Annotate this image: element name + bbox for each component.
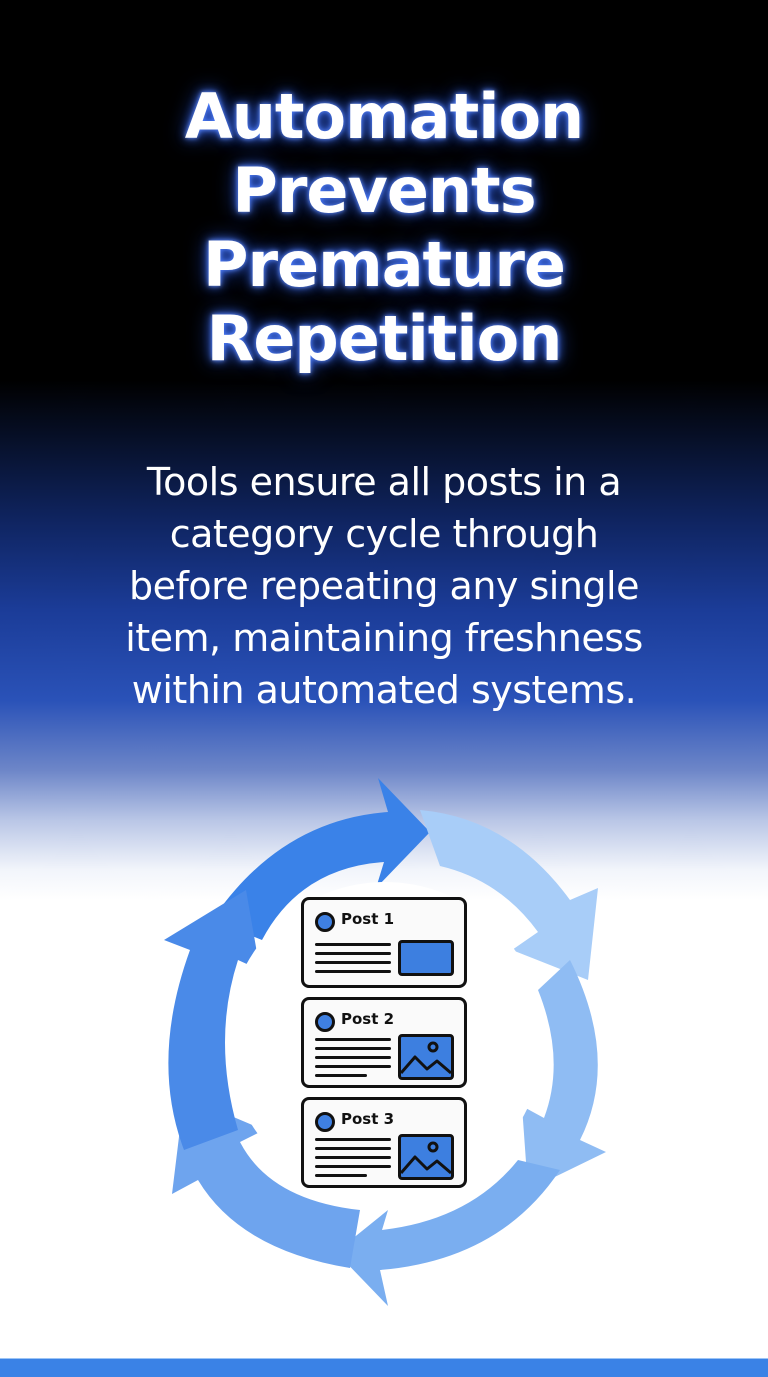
- avatar-dot-icon: [315, 912, 335, 932]
- title-line: Prevents: [232, 154, 536, 227]
- title-line: Automation: [184, 80, 584, 153]
- cycle-arrow-top: [212, 778, 430, 940]
- text-lines-icon: [315, 943, 391, 979]
- post-card: Post 1: [301, 897, 467, 988]
- blank-image-icon: [398, 940, 454, 976]
- landscape-image-icon: [398, 1034, 454, 1080]
- post-card: Post 2: [301, 997, 467, 1088]
- footer-bar: [0, 1358, 768, 1377]
- cycle-arrow-right: [522, 960, 606, 1190]
- cycle-arrow-bottom-right: [336, 1160, 560, 1306]
- landscape-image-icon: [398, 1134, 454, 1180]
- text-lines-icon: [315, 1138, 391, 1183]
- description-line: within automated systems.: [131, 668, 637, 712]
- post-stack: Post 1 Post 2 Post 3: [301, 897, 467, 1197]
- text-lines-icon: [315, 1038, 391, 1083]
- post-label: Post 2: [341, 1010, 395, 1028]
- cycle-arrow-top-right: [420, 810, 598, 980]
- description: Tools ensure all posts in a category cyc…: [40, 456, 728, 716]
- post-label: Post 1: [341, 910, 395, 928]
- title-line: Repetition: [206, 302, 563, 375]
- cycle-arrow-bottom-left: [172, 1096, 360, 1268]
- cycle-arrow-left: [164, 890, 260, 1150]
- page-title: Automation Prevents Premature Repetition: [0, 80, 768, 376]
- post-label: Post 3: [341, 1110, 395, 1128]
- description-line: item, maintaining freshness: [125, 616, 643, 660]
- avatar-dot-icon: [315, 1112, 335, 1132]
- description-line: before repeating any single: [128, 564, 640, 608]
- avatar-dot-icon: [315, 1012, 335, 1032]
- description-line: Tools ensure all posts in a: [146, 460, 622, 504]
- title-line: Premature: [203, 228, 566, 301]
- post-card: Post 3: [301, 1097, 467, 1188]
- description-line: category cycle through: [169, 512, 599, 556]
